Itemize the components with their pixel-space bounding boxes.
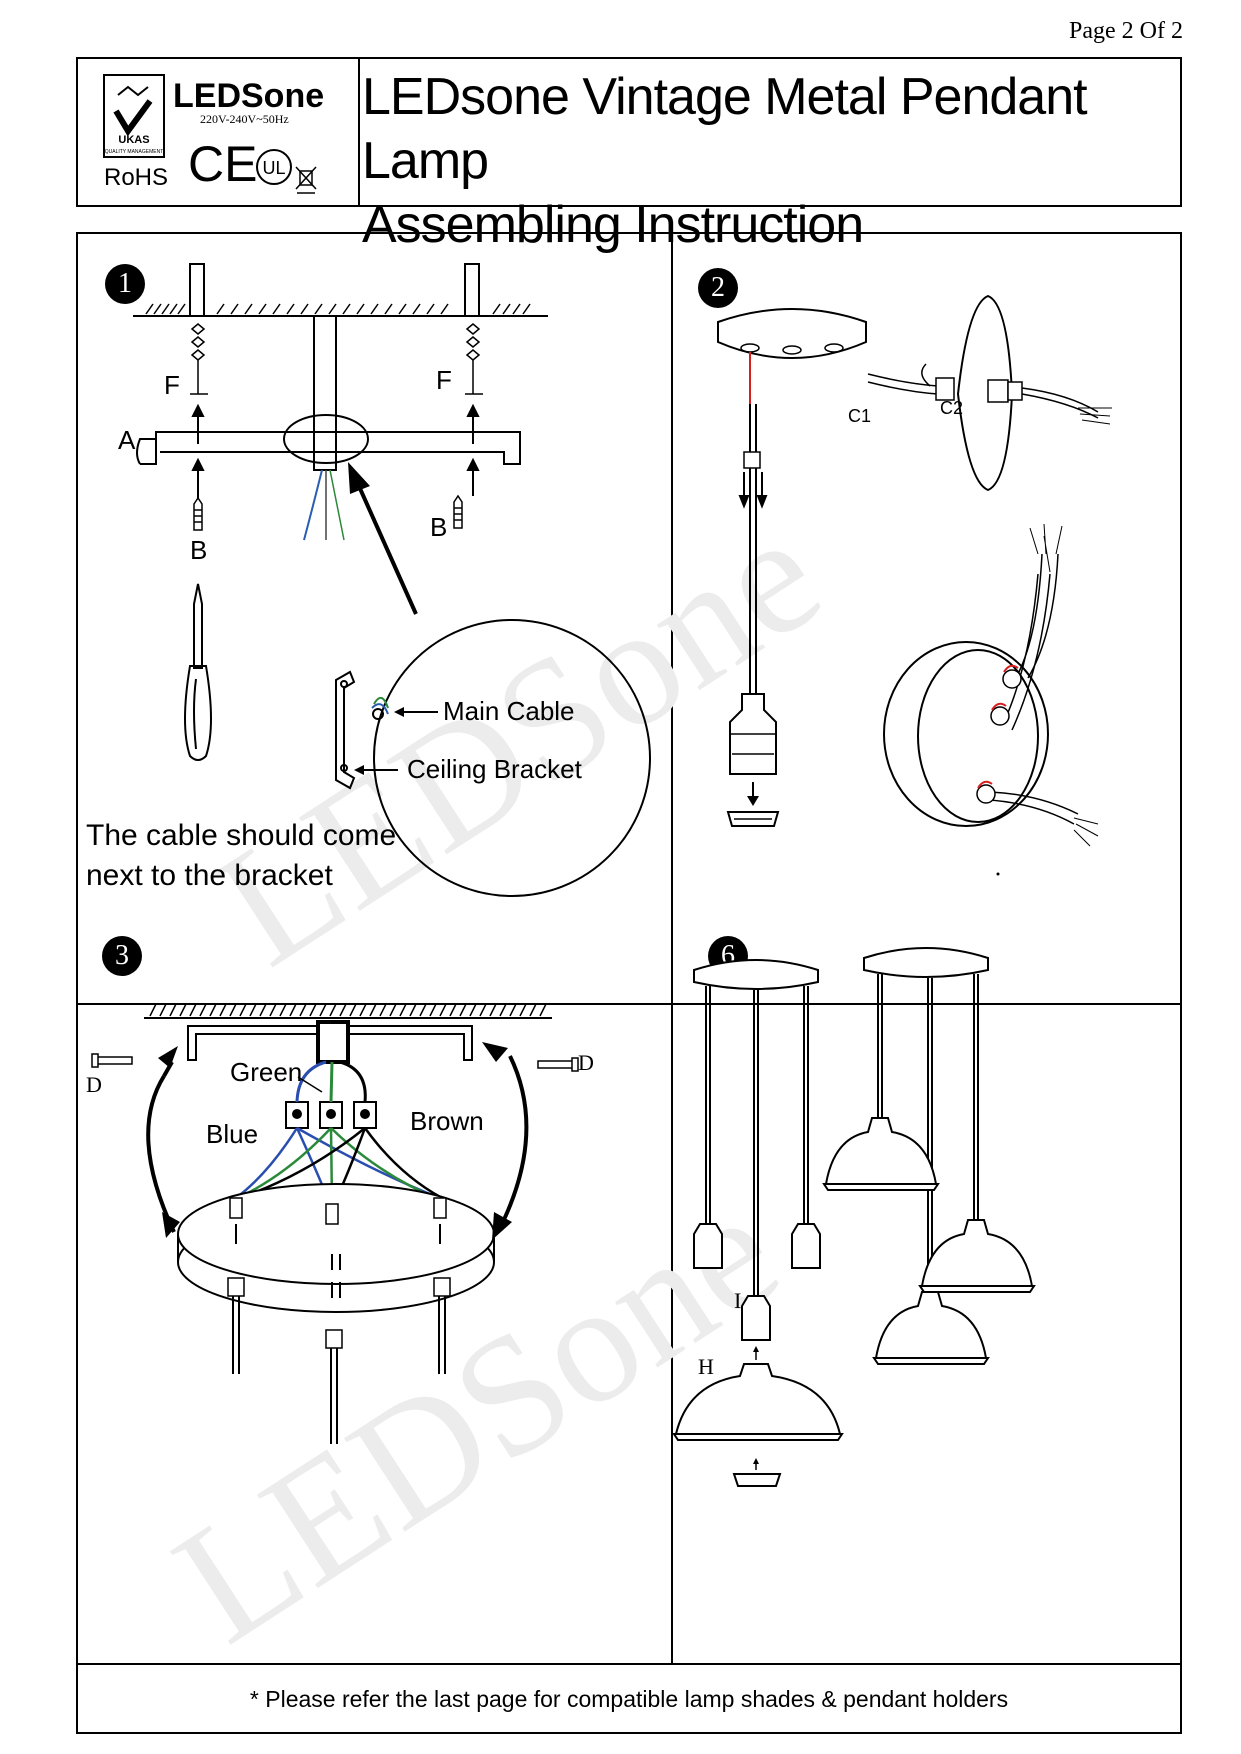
label-c2: C2 — [940, 398, 964, 418]
page-title: LEDsone Vintage Metal Pendant Lamp Assem… — [362, 65, 1180, 257]
label-brown: Brown — [410, 1106, 484, 1136]
rohs-text: RoHS — [104, 164, 169, 191]
ukas-logo: UKAS QUALITY MANAGEMENT CE UL — [103, 74, 317, 194]
page-number: Page 2 Of 2 — [1069, 18, 1183, 44]
brand-name: LEDSone — [173, 77, 325, 115]
label-d-left: D — [86, 1072, 102, 1097]
step3-diagram — [91, 1003, 579, 1444]
callout-ceiling-bracket: Ceiling Bracket — [407, 754, 582, 784]
label-blue: Blue — [206, 1119, 259, 1149]
step1-note-line2: next to the bracket — [86, 859, 333, 892]
step1-diagram: F F A B B — [118, 263, 651, 897]
weee-bin-icon — [295, 166, 317, 194]
label-i: I — [734, 1288, 742, 1313]
label-a: A — [118, 425, 136, 455]
voltage-text: 220V-240V~50Hz — [200, 112, 289, 126]
svg-text:UL: UL — [262, 158, 285, 178]
step1-note-line1: The cable should come — [86, 819, 397, 852]
label-f-right: F — [436, 365, 452, 395]
instruction-grid: LEDSone LEDSone 1 F — [76, 232, 1182, 1734]
step-badge-2: 2 — [698, 268, 738, 308]
ukas-text: UKAS — [118, 134, 149, 146]
ukas-sub: QUALITY MANAGEMENT — [105, 149, 164, 155]
footer-note: * Please refer the last page for compati… — [249, 1686, 1009, 1712]
label-f-left: F — [164, 370, 180, 400]
label-h: H — [698, 1354, 714, 1379]
label-b-left: B — [190, 535, 207, 565]
screwdriver-icon — [184, 583, 212, 761]
header: UKAS QUALITY MANAGEMENT CE UL LEDSone 22… — [76, 57, 1182, 254]
ce-mark: CE — [188, 136, 257, 192]
step6-diagram — [672, 947, 1036, 1487]
label-b-right: B — [430, 512, 447, 542]
step-badge-1: 1 — [105, 264, 145, 304]
label-c1: C1 — [848, 406, 872, 426]
callout-main-cable: Main Cable — [443, 696, 575, 726]
title-line-2: Assembling Instruction — [362, 196, 864, 254]
logo-cell: UKAS QUALITY MANAGEMENT CE UL LEDSone 22… — [78, 59, 360, 205]
title-line-1: LEDsone Vintage Metal Pendant Lamp — [362, 68, 1088, 190]
label-d-right: D — [578, 1050, 594, 1075]
step2-diagram — [717, 294, 1112, 876]
label-green: Green — [230, 1057, 303, 1087]
step1-note: The cable should come next to the bracke… — [86, 816, 396, 896]
ul-mark-icon — [256, 149, 292, 185]
step-badge-3: 3 — [102, 936, 142, 976]
